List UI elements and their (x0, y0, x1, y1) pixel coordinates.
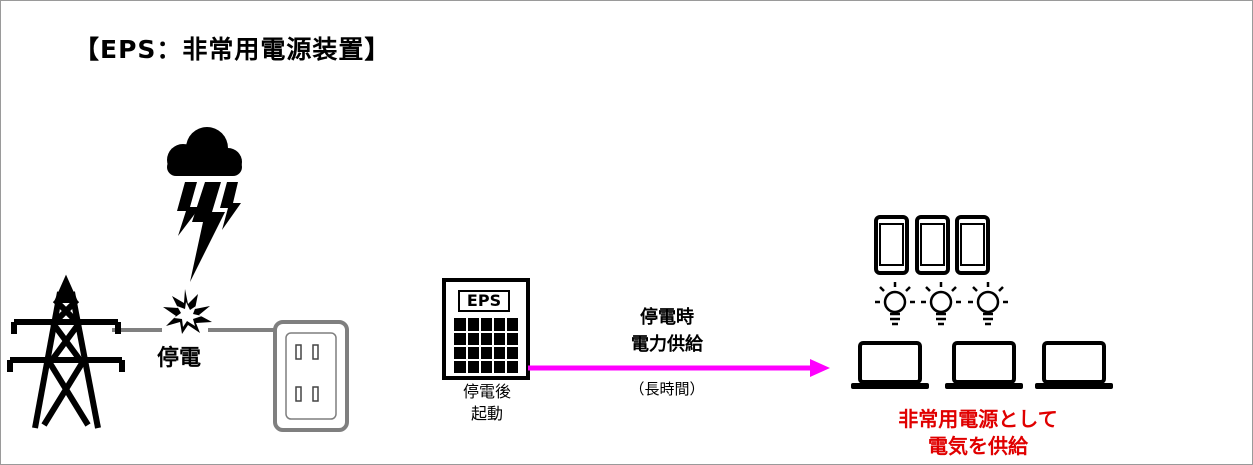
emergency-supply-line2: 電気を供給 (928, 434, 1028, 458)
eps-caption: 停電後 起動 (445, 381, 529, 425)
eps-caption-line2: 起動 (470, 404, 503, 423)
outage-label: 停電 (157, 346, 202, 371)
light-bulb-icon (875, 282, 915, 326)
light-bulb-icon (921, 282, 961, 326)
supply-arrow (528, 359, 830, 377)
smartphone-icon (915, 215, 950, 275)
transmission-tower-icon (7, 274, 125, 429)
supply-label: 停電時 電力供給 (612, 304, 722, 358)
laptop-icon (1035, 341, 1113, 389)
emergency-supply-label: 非常用電源として 電気を供給 (858, 406, 1098, 460)
power-outlet-icon (273, 320, 349, 432)
smartphone-icon (955, 215, 990, 275)
diagram-title: 【EPS：非常用電源装置】 (74, 35, 391, 64)
duration-label: （長時間） (629, 380, 705, 398)
eps-unit-icon (442, 278, 530, 380)
spark-icon (163, 289, 212, 334)
laptop-icon (851, 341, 929, 389)
eps-caption-line1: 停電後 (462, 382, 511, 401)
laptop-icon (945, 341, 1023, 389)
eps-badge-label: EPS (466, 291, 502, 310)
emergency-supply-line1: 非常用電源として (898, 407, 1058, 431)
supply-label-line2: 電力供給 (631, 334, 703, 355)
smartphone-icon (874, 215, 909, 275)
light-bulb-icon (968, 282, 1008, 326)
thundercloud-icon (167, 127, 242, 282)
supply-label-line1: 停電時 (640, 307, 694, 328)
